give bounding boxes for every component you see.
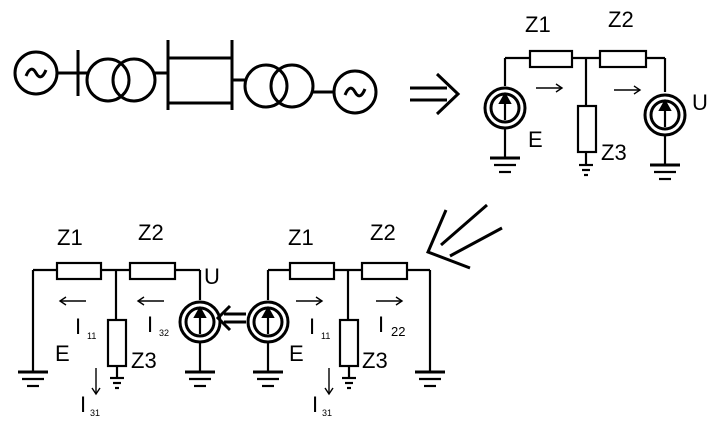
label-i32: I 32 [147, 312, 169, 338]
arrow-left-icon [215, 304, 246, 332]
label-e-c: E [55, 341, 70, 366]
label-z3-c: Z3 [131, 348, 157, 373]
ground-e-icon [490, 156, 520, 174]
current-arrow-i11-icon [296, 296, 324, 306]
label-e: E [528, 127, 543, 152]
svg-text:31: 31 [90, 408, 100, 418]
current-arrow-i32-icon [136, 296, 164, 306]
single-line-power-system [13, 40, 378, 115]
impedance-z1-b [288, 261, 336, 281]
source-u-c-icon [178, 300, 222, 344]
svg-text:22: 22 [391, 324, 405, 339]
impedance-z2-b [360, 261, 409, 281]
label-i22: I 22 [378, 312, 405, 339]
ground-e-b-icon [253, 370, 283, 388]
label-i11-b: I 11 [309, 314, 330, 341]
source-u-icon [643, 93, 687, 137]
current-arrow-i31-c-icon [91, 368, 101, 396]
label-u-c: U [204, 264, 220, 289]
svg-text:I: I [80, 392, 86, 417]
label-z2: Z2 [608, 7, 634, 32]
label-z1: Z1 [525, 12, 551, 37]
equivalent-circuit: Z1 Z2 Z3 E U [483, 7, 708, 181]
current-arrow-i31-icon [324, 368, 334, 396]
svg-text:11: 11 [87, 331, 96, 341]
ground-z3-icon [579, 163, 593, 177]
ground-u-icon [650, 163, 680, 181]
label-z2-c: Z2 [138, 220, 164, 245]
label-e-b: E [289, 341, 304, 366]
svg-text:I: I [378, 312, 384, 337]
current-arrow-left-z1-icon [58, 296, 86, 306]
arrow-down-left-icon [426, 203, 503, 270]
impedance-z1-c [55, 261, 103, 281]
ground-z3-c-icon [110, 376, 124, 390]
ground-u-c-icon [185, 370, 215, 388]
label-u: U [692, 90, 708, 115]
svg-text:I: I [75, 314, 81, 339]
label-z2-b: Z2 [370, 220, 396, 245]
label-z3-b: Z3 [362, 348, 388, 373]
impedance-z3-b [338, 318, 360, 368]
transformer-left-icon [85, 57, 131, 103]
impedance-z3 [576, 104, 598, 154]
label-i31-c: I 31 [80, 392, 100, 418]
source-e-b-icon [246, 300, 290, 344]
impedance-z2-c [128, 261, 177, 281]
transformer-right-icon [243, 63, 289, 109]
circuit-source-e: Z1 Z2 Z3 E I 11 I 22 I 31 [246, 220, 445, 418]
impedance-z3-c [106, 318, 128, 368]
ground-right-icon [415, 370, 445, 388]
ground-left-icon [18, 370, 48, 388]
label-i31-b: I 31 [312, 392, 332, 418]
label-z1-b: Z1 [288, 225, 314, 250]
impedance-z2 [598, 49, 648, 69]
label-z3: Z3 [601, 140, 627, 165]
arrow-right-icon [410, 72, 461, 116]
svg-text:I: I [312, 392, 318, 417]
svg-text:32: 32 [159, 328, 169, 338]
current-arrow-i22-icon [376, 296, 404, 306]
circuit-source-u: Z1 Z2 Z3 E U I 11 I 32 I 31 [18, 220, 222, 418]
current-arrow-z2-icon [614, 85, 642, 95]
svg-text:31: 31 [322, 408, 332, 418]
source-e-icon [483, 86, 527, 130]
svg-text:11: 11 [321, 331, 330, 341]
svg-text:I: I [309, 314, 315, 339]
ground-z3-b-icon [342, 376, 356, 390]
generator-right-icon [332, 69, 378, 115]
svg-text:I: I [147, 312, 153, 337]
impedance-z1 [528, 49, 574, 69]
label-i11-c: I 11 [75, 314, 96, 341]
current-arrow-z1-icon [536, 83, 564, 93]
label-z1-c: Z1 [57, 225, 83, 250]
